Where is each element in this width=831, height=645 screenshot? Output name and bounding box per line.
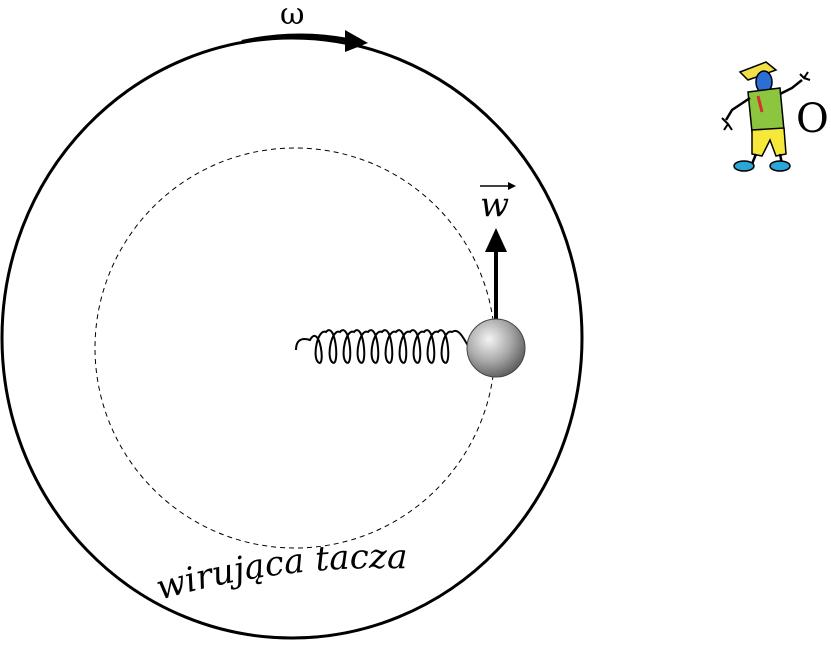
rotation-arrow	[241, 30, 368, 52]
velocity-label-group: w	[480, 182, 516, 225]
velocity-label: w	[480, 185, 509, 225]
omega-label: ω	[280, 0, 304, 32]
spring-icon	[295, 329, 471, 364]
disk-outline	[0, 36, 584, 640]
disk-label: wirująca tacza	[152, 537, 408, 609]
observer-label: O	[796, 96, 829, 142]
observer-figure-icon	[721, 61, 811, 172]
ball-icon	[466, 318, 526, 378]
velocity-arrow	[485, 228, 507, 320]
disk-label-path: wirująca tacza	[152, 537, 408, 609]
